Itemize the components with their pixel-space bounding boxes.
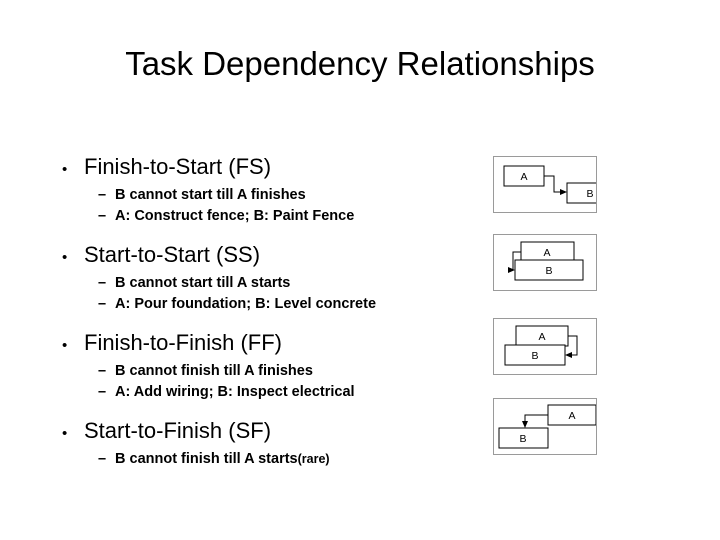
sub-bullet-text: A: Construct fence; B: Paint Fence — [115, 208, 355, 224]
sub-bullet-text: B cannot finish till A finishes — [115, 363, 313, 379]
bullet-item-sf[interactable]: • Start-to-Finish (SF) — [58, 416, 478, 449]
bullet-marker-icon: • — [62, 161, 68, 178]
ff-box-a-label: A — [538, 331, 545, 343]
bullet-item-ff[interactable]: • Finish-to-Finish (FF) — [58, 328, 478, 361]
bullet-group-ff: • Finish-to-Finish (FF) – B cannot finis… — [58, 315, 478, 403]
ff-diagram-svg: A B — [504, 325, 578, 366]
dash-marker-icon: – — [98, 363, 107, 379]
start-to-finish-diagram: A B — [493, 398, 597, 455]
finish-to-finish-diagram: A B — [493, 318, 597, 375]
sub-bullet-text: B cannot finish till A starts — [115, 451, 298, 467]
bullet-marker-icon: • — [62, 249, 68, 266]
ff-connector-line — [568, 335, 578, 356]
sub-bullet-item[interactable]: – B cannot finish till A finishes — [58, 361, 478, 382]
sf-connector-line — [524, 414, 548, 421]
bullet-marker-icon: • — [62, 425, 68, 442]
start-to-start-diagram: A B — [493, 234, 597, 291]
fs-box-a-label: A — [520, 171, 527, 183]
sub-bullet-text: A: Pour foundation; B: Level concrete — [115, 296, 377, 312]
sub-bullet-text: A: Add wiring; B: Inspect electrical — [115, 384, 355, 400]
ss-box-a-label: A — [543, 247, 550, 259]
bullet-label-ss: Start-to-Start (SS) — [84, 242, 261, 267]
sub-bullet-text: B cannot start till A finishes — [115, 187, 306, 203]
fs-diagram-svg: A B — [503, 165, 596, 204]
dash-marker-icon: – — [98, 384, 107, 400]
bullet-item-ss[interactable]: • Start-to-Start (SS) — [58, 240, 478, 273]
bullet-group-sf: • Start-to-Finish (SF) – B cannot finish… — [58, 403, 478, 470]
sf-box-a — [547, 404, 596, 426]
sub-bullet-item[interactable]: – B cannot start till A finishes — [58, 185, 478, 206]
fs-box-a — [503, 165, 545, 187]
sub-bullet-item[interactable]: – A: Add wiring; B: Inspect electrical — [58, 382, 478, 403]
sf-box-b-label: B — [519, 433, 526, 445]
sf-box-a-label: A — [568, 410, 575, 422]
sub-bullet-text: B cannot start till A starts — [115, 275, 291, 291]
sf-box-b — [498, 427, 549, 449]
page-title: Task Dependency Relationships — [125, 45, 595, 82]
dash-marker-icon: – — [98, 208, 107, 224]
fs-box-b-label: B — [586, 188, 593, 200]
ff-box-b — [504, 344, 566, 366]
sub-bullet-item[interactable]: – A: Construct fence; B: Paint Fence — [58, 206, 478, 227]
sub-bullet-item[interactable]: – B cannot start till A starts — [58, 273, 478, 294]
sub-bullet-item[interactable]: – B cannot finish till A starts (rare) — [58, 449, 478, 470]
dash-marker-icon: – — [98, 187, 107, 203]
bullet-label-sf: Start-to-Finish (SF) — [84, 418, 272, 443]
bullet-label-ff: Finish-to-Finish (FF) — [84, 330, 283, 355]
dash-marker-icon: – — [98, 451, 107, 467]
sf-arrowhead-icon — [522, 421, 528, 428]
finish-to-start-diagram: A B — [493, 156, 597, 213]
ff-arrowhead-icon — [565, 352, 572, 358]
dash-marker-icon: – — [98, 296, 107, 312]
bullet-item-fs[interactable]: • Finish-to-Start (FS) — [58, 152, 478, 185]
bullet-marker-icon: • — [62, 337, 68, 354]
sf-diagram-svg: A B — [498, 404, 596, 449]
fs-box-b — [566, 182, 596, 204]
ss-diagram-svg: A B — [508, 241, 584, 281]
ff-box-b-label: B — [531, 350, 538, 362]
ss-box-b — [514, 259, 584, 281]
fs-arrowhead-icon — [560, 189, 567, 195]
bullet-label-fs: Finish-to-Start (FS) — [84, 154, 272, 179]
bullet-list: • Finish-to-Start (FS) – B cannot start … — [58, 152, 478, 470]
dash-marker-icon: – — [98, 275, 107, 291]
ss-box-b-label: B — [545, 265, 552, 277]
sub-bullet-item[interactable]: – A: Pour foundation; B: Level concrete — [58, 294, 478, 315]
fs-connector-line — [544, 175, 560, 193]
ss-arrowhead-icon — [508, 267, 515, 273]
bullet-group-ss: • Start-to-Start (SS) – B cannot start t… — [58, 227, 478, 315]
sub-bullet-note: (rare) — [297, 452, 330, 466]
bullet-group-fs: • Finish-to-Start (FS) – B cannot start … — [58, 152, 478, 227]
